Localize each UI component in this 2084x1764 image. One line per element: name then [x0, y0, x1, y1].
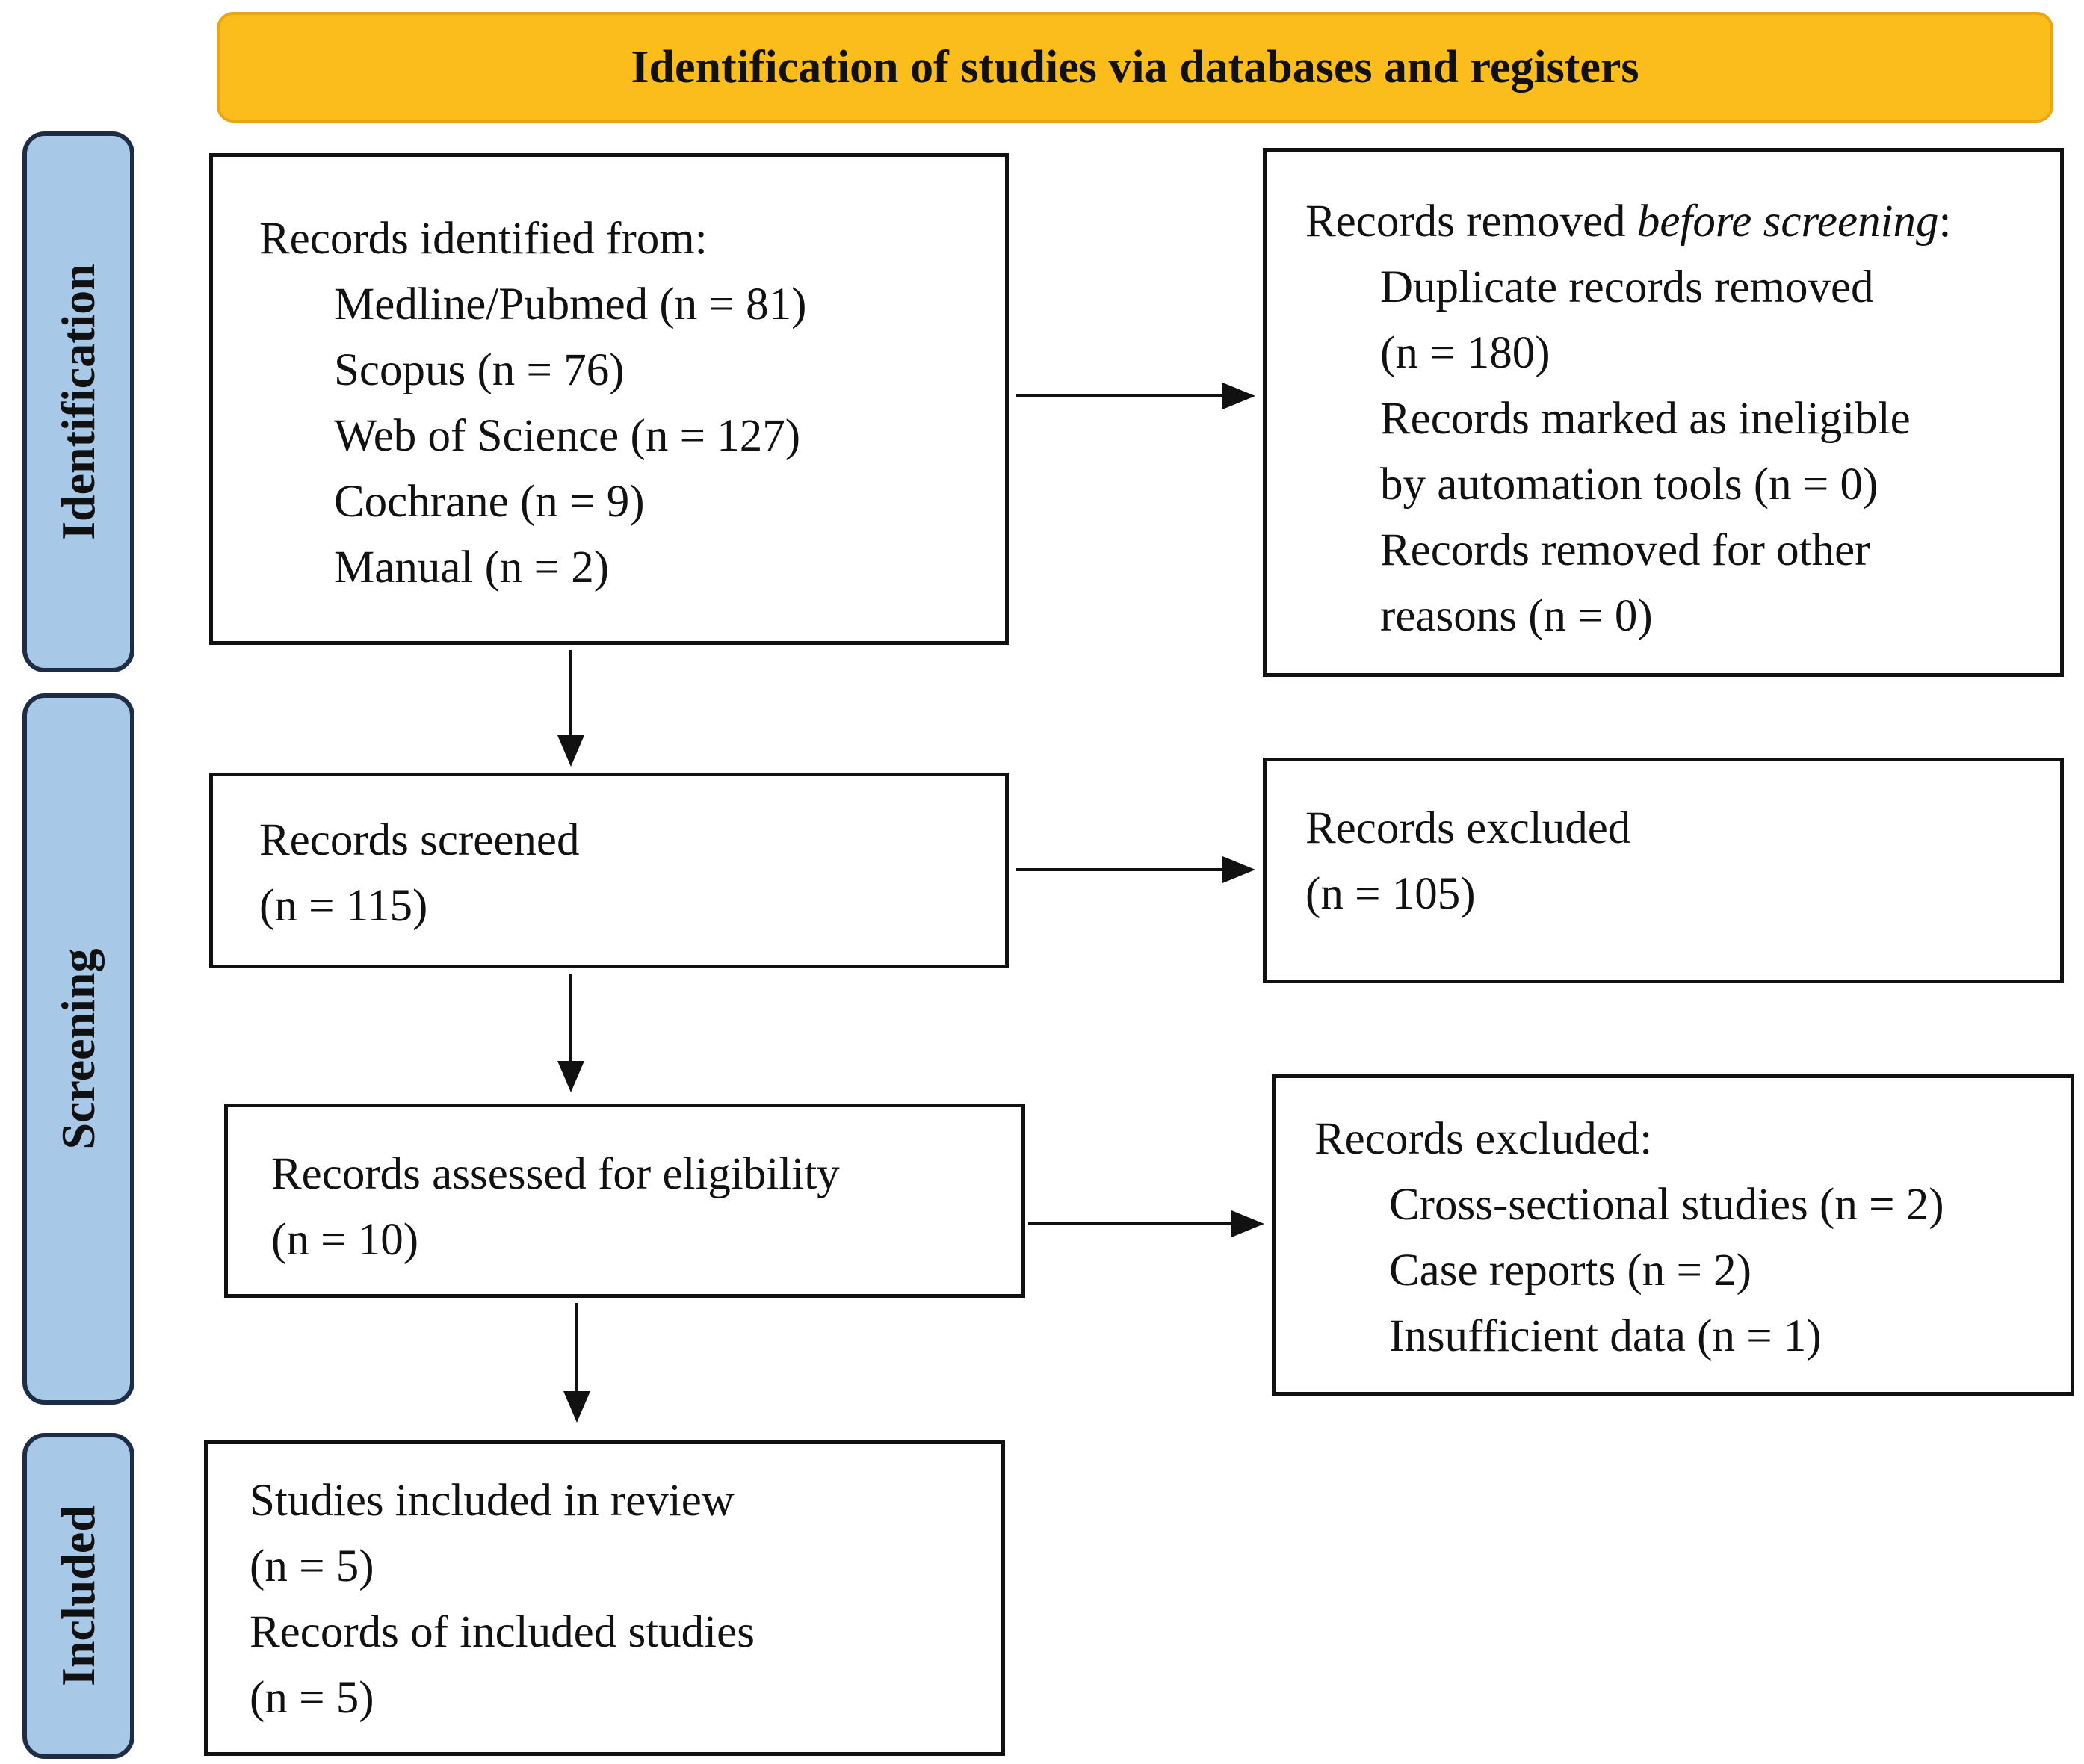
exclusion-reason: Insufficient data (n = 1)	[1389, 1311, 1822, 1361]
arrowhead	[557, 735, 584, 767]
source-item: Web of Science (n = 127)	[334, 411, 801, 461]
records-assessed-count: (n = 10)	[271, 1215, 419, 1265]
removed-line: reasons (n = 0)	[1380, 591, 1653, 641]
studies-included-box: Studies included in review (n = 5) Recor…	[204, 1440, 1005, 1756]
records-identified-title: Records identified from:	[259, 214, 708, 264]
records-screened-title: Records screened	[259, 815, 580, 865]
records-removed-title: Records removed before screening:	[1305, 196, 1952, 247]
arrowhead	[1222, 856, 1255, 883]
phase-screening: Screening	[22, 693, 134, 1405]
phase-identification: Identification	[22, 131, 134, 672]
source-item: Medline/Pubmed (n = 81)	[334, 279, 807, 329]
arrowhead	[1222, 383, 1255, 409]
removed-line: (n = 180)	[1380, 328, 1550, 378]
records-excluded-reasons-title: Records excluded:	[1314, 1114, 1653, 1164]
records-screened-count: (n = 115)	[259, 881, 428, 931]
included-line: (n = 5)	[250, 1673, 374, 1723]
included-line: (n = 5)	[250, 1541, 374, 1591]
records-removed-box: Records removed before screening: Duplic…	[1263, 148, 2064, 677]
header-title: Identification of studies via databases …	[631, 41, 1639, 93]
records-assessed-title: Records assessed for eligibility	[271, 1149, 840, 1199]
records-excluded-reasons-box: Records excluded: Cross-sectional studie…	[1272, 1074, 2074, 1396]
header-banner: Identification of studies via databases …	[217, 12, 2053, 123]
records-screened-box: Records screened (n = 115)	[209, 773, 1009, 968]
removed-line: Duplicate records removed	[1380, 262, 1874, 312]
arrowhead	[1231, 1210, 1264, 1237]
records-assessed-box: Records assessed for eligibility (n = 10…	[224, 1104, 1025, 1298]
source-item: Scopus (n = 76)	[334, 345, 625, 395]
arrowhead	[563, 1391, 590, 1423]
exclusion-reason: Case reports (n = 2)	[1389, 1245, 1751, 1296]
source-item: Cochrane (n = 9)	[334, 477, 645, 527]
source-item: Manual (n = 2)	[334, 542, 610, 592]
removed-line: Records removed for other	[1380, 525, 1870, 575]
records-excluded-count: (n = 105)	[1305, 869, 1476, 919]
records-excluded-box: Records excluded (n = 105)	[1263, 758, 2064, 983]
arrowhead	[557, 1061, 584, 1092]
removed-line: by automation tools (n = 0)	[1380, 459, 1879, 510]
exclusion-reason: Cross-sectional studies (n = 2)	[1389, 1180, 1944, 1230]
phase-included: Included	[22, 1433, 134, 1759]
records-identified-box: Records identified from: Medline/Pubmed …	[209, 153, 1009, 645]
records-excluded-title: Records excluded	[1305, 803, 1631, 853]
removed-line: Records marked as ineligible	[1380, 394, 1911, 444]
included-line: Studies included in review	[250, 1476, 735, 1526]
included-line: Records of included studies	[250, 1607, 755, 1657]
